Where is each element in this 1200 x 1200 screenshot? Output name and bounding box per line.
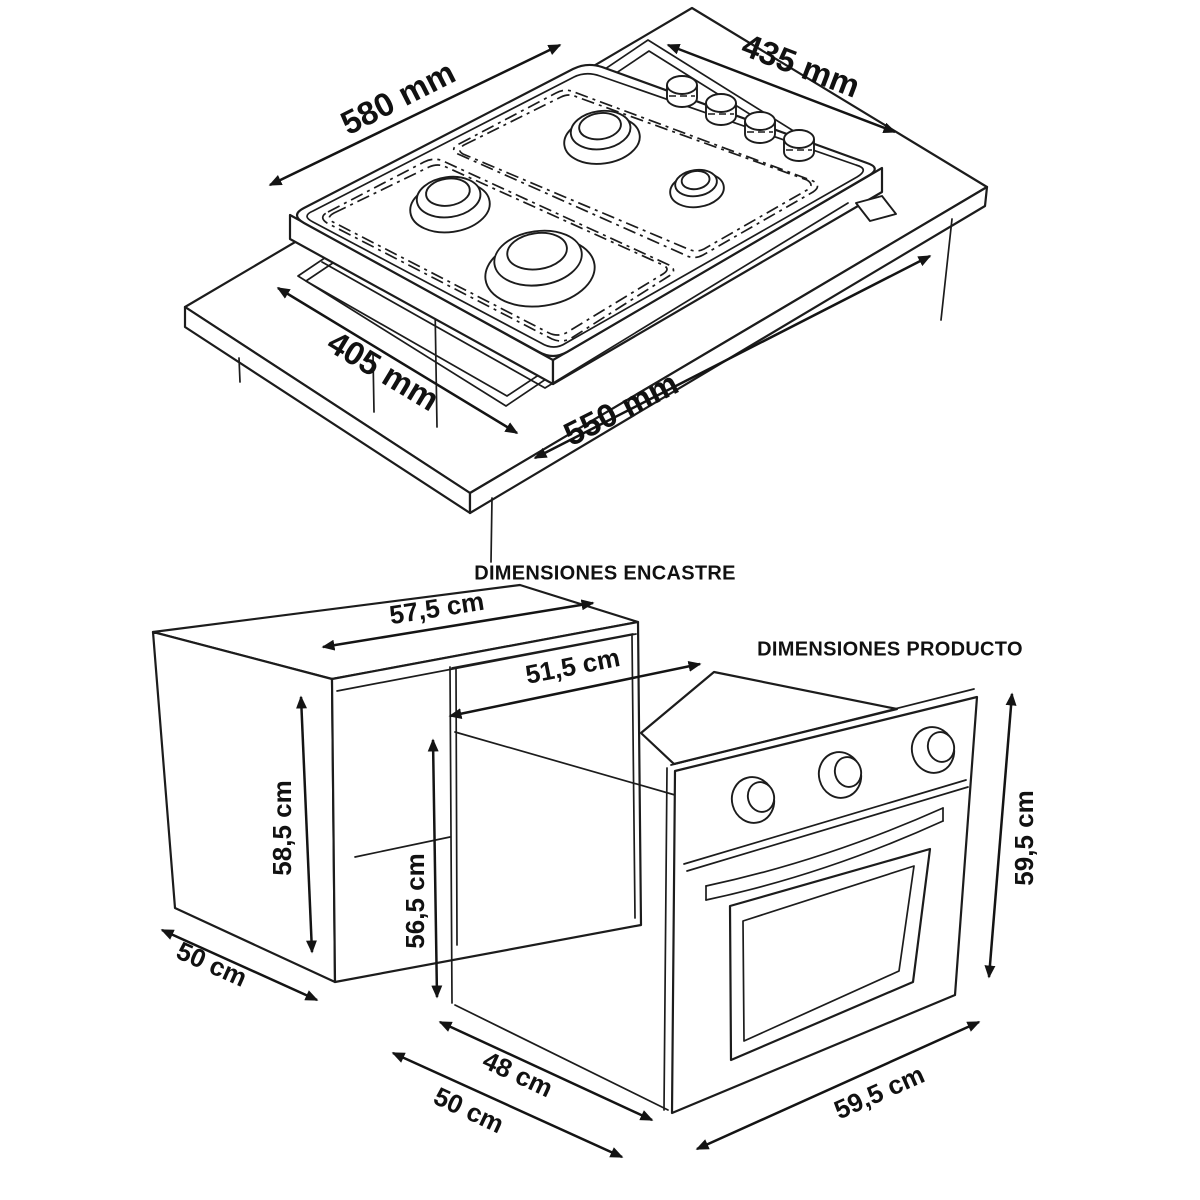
drop-line: [940, 218, 953, 321]
encastre-drawing: DIMENSIONES ENCASTRE 57,5 cm 51,5 cm 58,…: [151, 562, 736, 1111]
hob-knob: [705, 93, 737, 126]
encastre-title: DIMENSIONES ENCASTRE: [474, 562, 736, 584]
oven: [639, 670, 979, 1115]
niche-inner-height-label: 56,5 cm: [400, 853, 430, 948]
niche-left-wall-edge: [449, 666, 453, 1004]
hob-knob: [744, 111, 776, 144]
oven-door-window: [728, 847, 932, 1062]
oven-width-label: 59,5 cm: [829, 1059, 928, 1125]
oven-body-depth-label: 48 cm: [478, 1045, 558, 1103]
dim-arrow-57-5: [321, 599, 595, 651]
oven-knob: [730, 776, 776, 824]
oven-door-handle: [705, 807, 944, 901]
dim-arrow-435: [666, 43, 897, 134]
oven-height-label: 59,5 cm: [1009, 790, 1039, 885]
dim-arrow-405: [276, 286, 519, 435]
burner-medium-right: [563, 109, 641, 165]
cooktop-drawing: 580 mm 435 mm 405 mm 550 mm: [183, 6, 989, 563]
hob-knob: [666, 75, 698, 108]
control-strip-line2: [686, 786, 969, 872]
drop-line: [238, 357, 241, 383]
hob-knob: [783, 129, 815, 162]
oven-body-top-edge: [454, 731, 676, 796]
drop-line: [490, 497, 493, 563]
producto-drawing: DIMENSIONES PRODUCTO: [391, 638, 1039, 1159]
dim-arrow-59-5-height: [984, 692, 1017, 979]
right-burner-panel-outer: [452, 89, 819, 259]
cooktop-width-label: 580 mm: [335, 53, 461, 142]
dim-arrow-550: [533, 254, 932, 460]
cabinet-left-face: [151, 630, 337, 984]
fascia-top-outer-edge: [670, 688, 975, 766]
mounting-bracket: [855, 195, 897, 222]
oven-knob: [817, 751, 863, 799]
hob-glass-inner-edge: [306, 72, 865, 348]
dim-arrow-56-5: [427, 738, 443, 999]
dim-arrow-580: [268, 43, 562, 187]
oven-knob: [910, 726, 956, 774]
control-strip-line: [683, 779, 967, 865]
niche-outer-height-label: 58,5 cm: [267, 780, 297, 875]
dim-arrow-51-5: [448, 660, 702, 720]
niche-left-wall-edge-inner: [455, 667, 458, 946]
dim-arrow-50-encastre: [160, 928, 319, 1002]
dim-arrow-59-5-width: [695, 1020, 981, 1151]
burner-small: [669, 168, 725, 209]
fascia-left-outer-edge: [663, 767, 668, 1111]
producto-title: DIMENSIONES PRODUCTO: [757, 638, 1023, 660]
dim-arrow-58-5: [296, 695, 317, 954]
oven-total-depth-label: 50 cm: [429, 1081, 509, 1139]
niche-depth-label: 50 cm: [172, 935, 252, 992]
dim-arrow-50-producto: [391, 1051, 624, 1159]
